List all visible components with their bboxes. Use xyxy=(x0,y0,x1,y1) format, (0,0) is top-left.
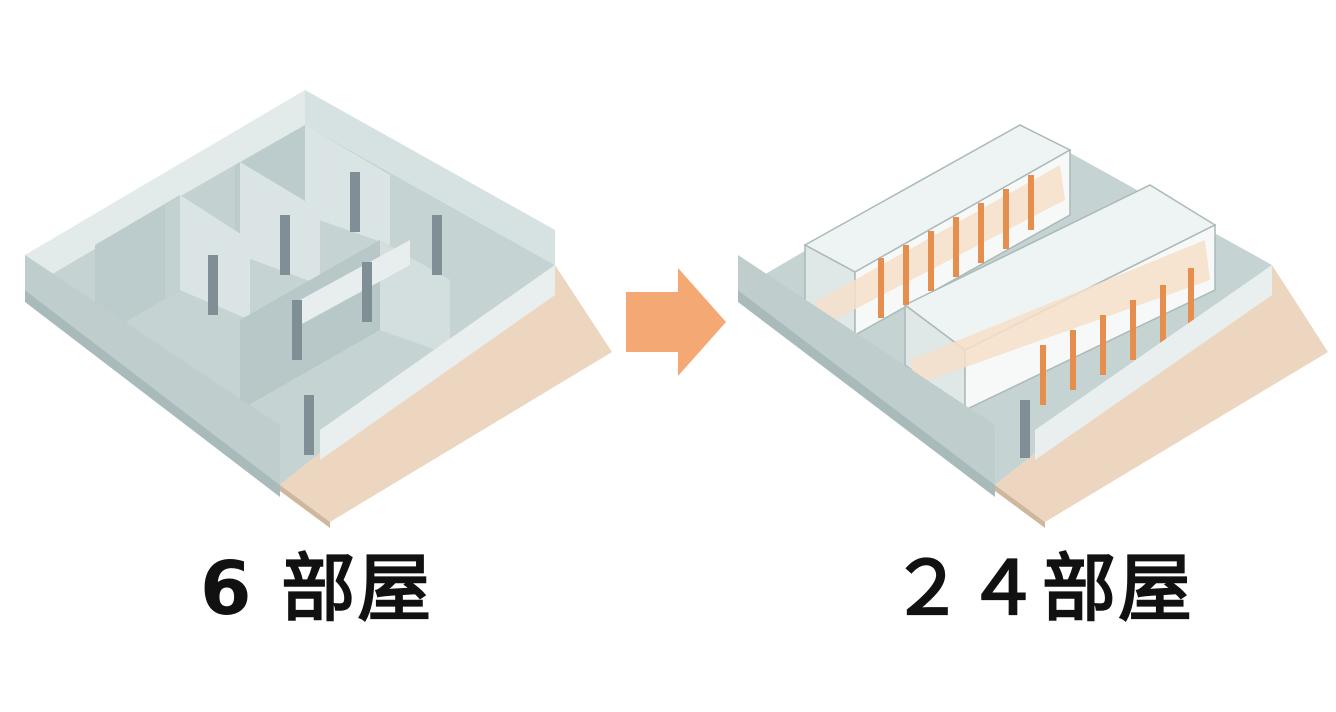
after-room-count-label: ２４部屋 xyxy=(890,546,1194,632)
before-wood-edge xyxy=(280,485,330,528)
curtain-icon xyxy=(903,245,909,305)
after-wood-deck xyxy=(995,265,1328,522)
curtain-icon xyxy=(878,258,884,318)
after-curtains xyxy=(878,175,1194,405)
before-floorplan xyxy=(25,90,612,528)
before-corridor-wall xyxy=(300,240,410,325)
after-front-wall-right xyxy=(1035,265,1272,460)
before-back-wall-left xyxy=(25,90,305,290)
curtain-icon xyxy=(1130,300,1136,360)
before-front-wall-right xyxy=(320,265,555,460)
before-room-count-label: 6 部屋 xyxy=(200,546,434,632)
door-icon xyxy=(1020,400,1030,458)
curtain-icon xyxy=(1160,285,1166,345)
curtain-icon xyxy=(928,231,934,291)
before-wood-deck xyxy=(280,265,612,522)
curtain-icon xyxy=(953,217,959,277)
door-icon xyxy=(292,300,302,360)
before-front-wall-left xyxy=(25,255,280,485)
after-wood-edge xyxy=(995,485,1045,528)
after-slab-left xyxy=(738,290,995,497)
before-slab-left xyxy=(25,290,280,497)
curtain-icon xyxy=(1188,268,1194,326)
transformation-arrow-icon xyxy=(626,268,726,376)
curtain-icon xyxy=(1028,175,1034,230)
before-partition xyxy=(95,195,180,340)
before-partition xyxy=(305,125,390,245)
door-icon xyxy=(304,395,314,455)
door-icon xyxy=(362,262,372,322)
door-icon xyxy=(280,215,290,275)
curtain-icon xyxy=(1040,345,1046,405)
before-doors xyxy=(208,172,442,455)
door-icon xyxy=(432,215,442,275)
door-icon xyxy=(350,172,360,232)
cubicle-beds xyxy=(910,240,1210,385)
curtain-icon xyxy=(978,203,984,263)
curtain-icon xyxy=(1100,315,1106,375)
cubicle-beds xyxy=(810,165,1065,330)
curtain-icon xyxy=(1070,330,1076,390)
after-front-wall-left xyxy=(738,255,995,485)
curtain-icon xyxy=(1003,189,1009,249)
before-back-wall-right xyxy=(305,90,555,265)
door-icon xyxy=(208,255,218,315)
after-floorplan xyxy=(738,124,1328,528)
